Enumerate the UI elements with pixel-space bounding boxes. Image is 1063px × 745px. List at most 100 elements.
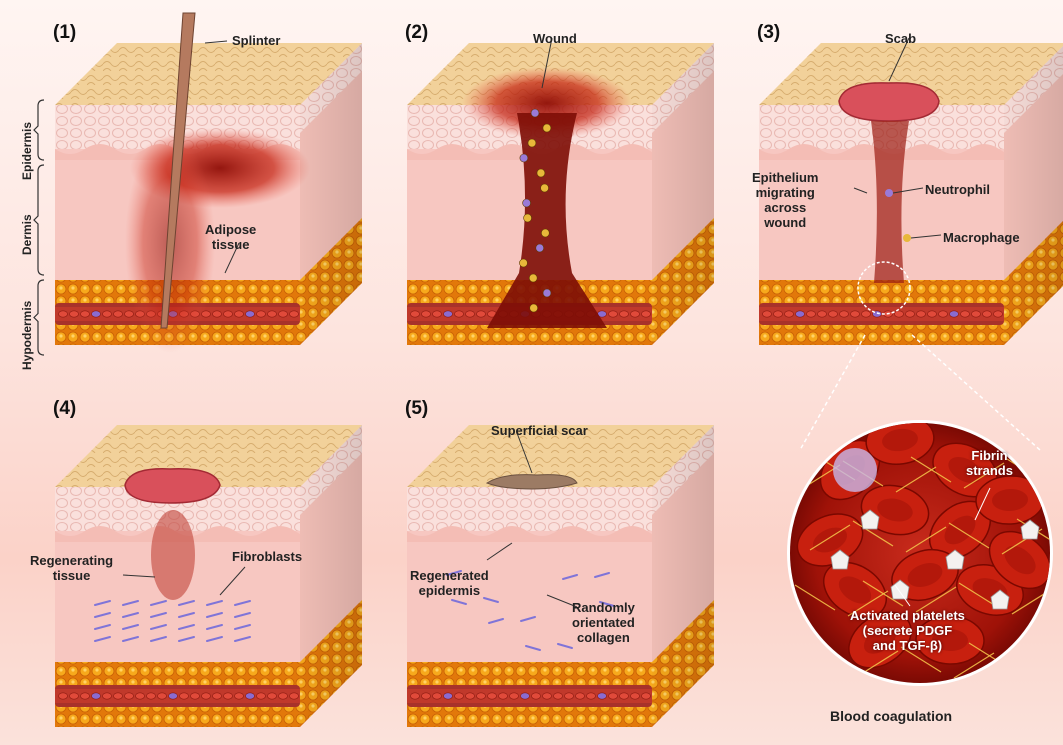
blood-cell [136, 693, 145, 699]
blood-cell [642, 311, 651, 317]
zoom-line-left [800, 335, 865, 450]
layer-brackets [34, 100, 44, 355]
immune-cell [524, 214, 532, 222]
blood-cell [928, 311, 937, 317]
label-epithelium: Epithelium migrating across wound [752, 170, 818, 230]
epidermis-layer [407, 487, 652, 531]
blood-cell [499, 693, 508, 699]
blood-cell [114, 311, 123, 317]
blood-cell [114, 693, 123, 699]
blood-cell [807, 311, 816, 317]
blood-cell [246, 311, 255, 317]
blood-cell [180, 693, 189, 699]
label-random-collagen: Randomly orientated collagen [572, 600, 635, 645]
blood-cell [620, 311, 629, 317]
blood-cell [169, 693, 178, 699]
blood-cell [631, 311, 640, 317]
label-wound: Wound [533, 31, 577, 46]
label-regenerating-tissue: Regenerating tissue [30, 553, 113, 583]
panel-2-number: (2) [405, 22, 428, 44]
blood-cell [92, 311, 101, 317]
panel-4-number: (4) [53, 398, 76, 420]
blood-cell [125, 311, 134, 317]
label-macrophage: Macrophage [943, 230, 1020, 245]
blood-cell [642, 693, 651, 699]
skin-block-2 [407, 38, 714, 345]
blood-cell [92, 693, 101, 699]
macrophage-cell [903, 234, 911, 242]
blood-cell [279, 311, 288, 317]
blood-cell [213, 693, 222, 699]
immune-cell [529, 274, 537, 282]
scab [839, 83, 939, 121]
blood-cell [587, 693, 596, 699]
blood-cell [103, 693, 112, 699]
blood-cell [994, 311, 1003, 317]
splinter-pointer [205, 41, 227, 43]
blood-cell [477, 311, 486, 317]
immune-cell [519, 259, 527, 267]
skin-block-1 [55, 13, 362, 353]
layer-bracket [34, 165, 44, 275]
blood-cell [103, 311, 112, 317]
blood-cell [444, 311, 453, 317]
blood-cell [224, 311, 233, 317]
regenerating-zone [151, 510, 195, 600]
blood-cell [785, 311, 794, 317]
panel-3-number: (3) [757, 22, 780, 44]
blood-cell [411, 311, 420, 317]
blood-cell [510, 693, 519, 699]
blood-cell [213, 311, 222, 317]
immune-cell [541, 184, 549, 192]
blood-cell [455, 693, 464, 699]
blood-cell [202, 693, 211, 699]
blood-cell [224, 693, 233, 699]
layer-bracket [34, 100, 44, 160]
blood-cell [59, 693, 68, 699]
blood-cell [147, 693, 156, 699]
blood-cell [620, 693, 629, 699]
blood-cell [235, 311, 244, 317]
immune-cell [528, 139, 536, 147]
blood-cell [466, 311, 475, 317]
blood-cell [609, 311, 618, 317]
blood-cell [532, 693, 541, 699]
blood-cell [488, 693, 497, 699]
blood-cell [158, 693, 167, 699]
blood-cell [906, 311, 915, 317]
blood-cell [983, 311, 992, 317]
blood-cell [598, 693, 607, 699]
blood-cell [829, 311, 838, 317]
blood-cell [279, 693, 288, 699]
blood-cell [466, 693, 475, 699]
blood-cell [972, 311, 981, 317]
blood-cell [851, 311, 860, 317]
blood-cell [543, 693, 552, 699]
layer-label-epidermis: Epidermis [20, 122, 34, 180]
blood-cell [455, 311, 464, 317]
blood-cell [191, 693, 200, 699]
blood-cell [290, 311, 299, 317]
blood-cell [840, 311, 849, 317]
label-adipose-tissue: Adipose tissue [205, 222, 256, 252]
blood-cell [631, 693, 640, 699]
layer-label-hypodermis: Hypodermis [20, 301, 34, 370]
blood-cell [950, 311, 959, 317]
blood-cell [433, 311, 442, 317]
blood-cell [961, 311, 970, 317]
immune-cell [523, 199, 531, 207]
panel-1-number: (1) [53, 22, 76, 44]
blood-cell [125, 693, 134, 699]
blood-cell [433, 693, 442, 699]
blood-cell [895, 311, 904, 317]
blood-cell [70, 311, 79, 317]
blood-cell [246, 693, 255, 699]
blood-cell [81, 311, 90, 317]
immune-cell [530, 304, 538, 312]
blood-cell [81, 693, 90, 699]
neutrophil-cell [885, 189, 893, 197]
blood-cell [576, 693, 585, 699]
layer-label-dermis: Dermis [20, 214, 34, 255]
blood-cell [939, 311, 948, 317]
blood-cell [796, 311, 805, 317]
